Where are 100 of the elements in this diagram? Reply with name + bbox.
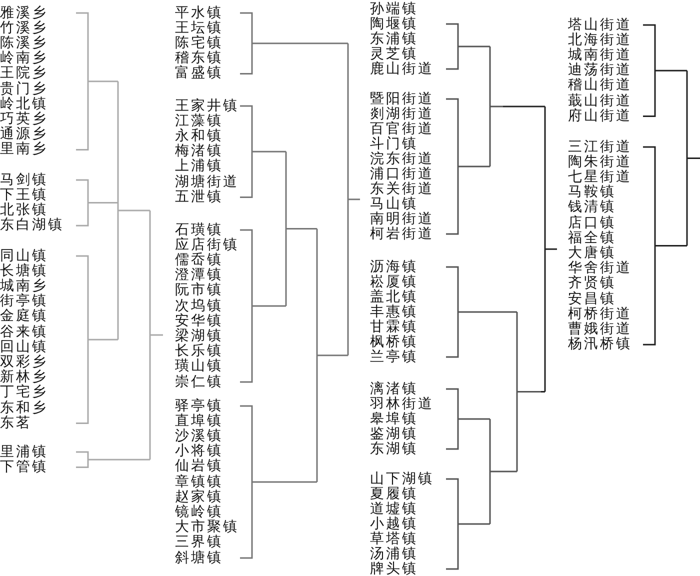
town-label: 沥海镇 xyxy=(370,260,418,274)
town-label: 安昌镇 xyxy=(568,292,616,306)
town-label: 漓渚镇 xyxy=(370,382,418,396)
town-label: 甘霖镇 xyxy=(370,320,418,334)
town-label: 羽林街道 xyxy=(370,396,434,412)
town-label: 赵家镇 xyxy=(175,490,223,505)
town-label: 暨阳街道 xyxy=(370,92,434,106)
town-label: 东浦镇 xyxy=(370,32,418,46)
town-label: 陈溪乡 xyxy=(0,36,48,51)
town-label: 巧英乡 xyxy=(0,112,48,127)
town-label: 璜山镇 xyxy=(175,359,223,374)
town-label: 崧厦镇 xyxy=(370,274,418,290)
town-label: 回山镇 xyxy=(0,340,48,355)
town-label: 鹿山街道 xyxy=(370,62,434,76)
town-label: 迪荡街道 xyxy=(568,63,632,78)
town-label: 岭北镇 xyxy=(0,96,48,112)
town-label: 长塘镇 xyxy=(0,264,48,279)
town-label: 岭南乡 xyxy=(0,51,48,66)
town-label: 镜岭镇 xyxy=(175,504,223,520)
town-label: 丰惠镇 xyxy=(370,304,418,320)
town-label: 小将镇 xyxy=(175,444,223,460)
town-label: 皋埠镇 xyxy=(370,412,418,426)
town-label: 华舍街道 xyxy=(568,261,632,276)
town-label: 同山镇 xyxy=(0,248,48,264)
town-label: 杨汛桥镇 xyxy=(568,337,632,352)
town-label: 稽山街道 xyxy=(568,78,632,94)
town-label: 石璜镇 xyxy=(175,222,223,238)
town-label: 澄潭镇 xyxy=(175,268,223,284)
town-label: 陈宅镇 xyxy=(175,36,223,51)
town-label: 东关街道 xyxy=(370,182,434,196)
town-label: 东白湖镇 xyxy=(0,218,64,234)
town-label: 鉴湖镇 xyxy=(370,426,418,442)
town-label: 平水镇 xyxy=(175,6,223,20)
town-label: 陶朱街道 xyxy=(568,154,632,170)
town-label: 汤浦镇 xyxy=(370,546,418,562)
town-label: 钱清镇 xyxy=(568,200,616,216)
town-label: 斜塘镇 xyxy=(175,550,223,566)
town-label: 盖北镇 xyxy=(370,290,418,304)
town-label: 斗门镇 xyxy=(370,136,418,152)
town-label: 双彩乡 xyxy=(0,354,48,370)
town-label: 店口镇 xyxy=(568,216,616,230)
town-label: 马剑镇 xyxy=(0,172,48,188)
town-label: 长乐镇 xyxy=(175,344,223,360)
town-label: 兰亭镇 xyxy=(370,350,418,364)
town-label: 新林乡 xyxy=(0,370,48,386)
town-label: 谷来镇 xyxy=(0,324,48,340)
town-label: 下管镇 xyxy=(0,460,48,475)
town-label: 湖塘街道 xyxy=(175,174,239,190)
town-label: 灵芝镇 xyxy=(370,46,418,62)
town-label: 草塔镇 xyxy=(370,532,418,546)
town-label: 柯岩街道 xyxy=(370,226,434,242)
town-label: 东茗 xyxy=(0,416,32,431)
town-label: 下王镇 xyxy=(0,188,48,203)
town-label: 贵门乡 xyxy=(0,82,48,96)
town-label: 浣东街道 xyxy=(370,152,434,166)
town-label: 浦口街道 xyxy=(370,166,434,182)
town-label: 北海街道 xyxy=(568,32,632,48)
town-label: 驿亭镇 xyxy=(175,398,223,414)
town-label: 雅溪乡 xyxy=(0,6,48,20)
town-label: 次坞镇 xyxy=(175,298,223,314)
town-label: 上浦镇 xyxy=(175,159,223,174)
town-label: 三界镇 xyxy=(175,535,223,550)
town-label: 塔山街道 xyxy=(568,18,632,32)
town-label: 五泄镇 xyxy=(175,190,223,205)
town-label: 直埠镇 xyxy=(175,414,223,429)
town-label: 东湖镇 xyxy=(370,442,418,456)
town-label: 东和乡 xyxy=(0,400,48,416)
town-label: 三江街道 xyxy=(568,140,632,154)
town-label: 福全镇 xyxy=(568,230,616,246)
town-label: 南明街道 xyxy=(370,212,434,226)
town-label: 梁湖镇 xyxy=(175,328,223,344)
town-label: 永和镇 xyxy=(175,128,223,144)
town-label: 金庭镇 xyxy=(0,309,48,324)
town-label: 稽东镇 xyxy=(175,51,223,66)
town-label: 崇仁镇 xyxy=(175,374,223,390)
town-label: 剡湖街道 xyxy=(370,106,434,122)
town-label: 里南乡 xyxy=(0,142,48,158)
town-label: 竹溪乡 xyxy=(0,20,48,36)
town-label: 沙溪镇 xyxy=(175,428,223,444)
town-label: 枫桥镇 xyxy=(370,334,418,350)
town-label: 小越镇 xyxy=(370,516,418,532)
town-label: 仙岩镇 xyxy=(175,459,223,474)
town-label: 通源乡 xyxy=(0,127,48,142)
town-label: 里浦镇 xyxy=(0,444,48,460)
town-label: 牌头镇 xyxy=(370,562,418,576)
town-label: 王院乡 xyxy=(0,66,48,82)
town-label: 丁宅乡 xyxy=(0,385,48,400)
town-label: 梅渚镇 xyxy=(175,144,223,160)
town-label: 山下湖镇 xyxy=(370,472,434,486)
town-label: 大市聚镇 xyxy=(175,520,239,536)
town-label: 北张镇 xyxy=(0,202,48,218)
town-label: 孙端镇 xyxy=(370,2,418,16)
town-label: 城南街道 xyxy=(568,48,632,63)
town-label: 儒岙镇 xyxy=(175,252,223,268)
town-label: 大唐镇 xyxy=(568,246,616,261)
town-label: 府山街道 xyxy=(568,108,632,124)
town-label: 城南乡 xyxy=(0,278,48,294)
town-label: 王家井镇 xyxy=(175,98,239,114)
town-label: 夏履镇 xyxy=(370,486,418,502)
town-label: 章镇镇 xyxy=(175,474,223,490)
